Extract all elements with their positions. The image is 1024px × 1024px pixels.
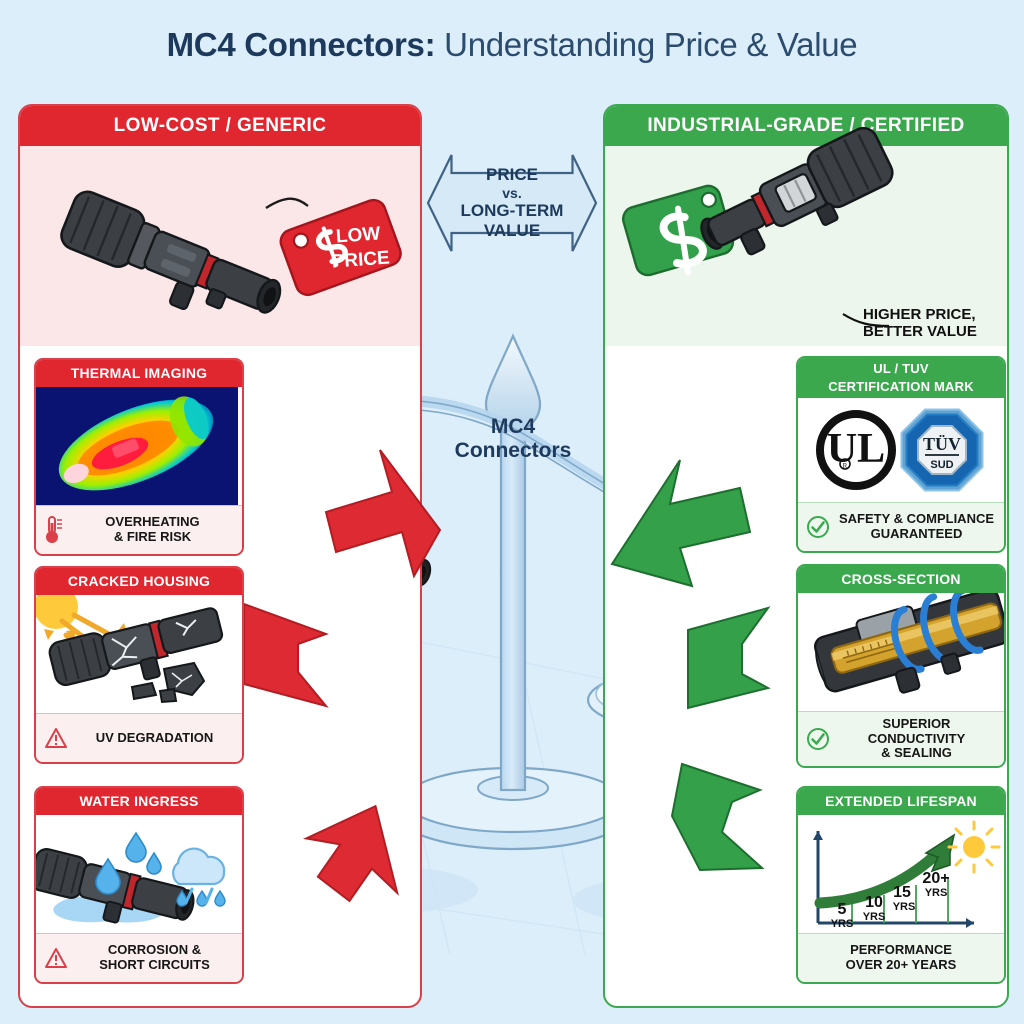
red-arrow-cracked [243,602,329,708]
card-thermal-imaging-caption: OVERHEATING& FIRE RISK [105,514,200,544]
card-cracked-housing-footer: UV DEGRADATION [36,713,242,762]
vs-line2: vs. [502,184,522,201]
right-panel-hero: HIGHER PRICE, BETTER VALUE [605,126,1007,346]
green-arrow-cross-section [687,606,771,710]
cracked-connector-art [36,595,242,713]
vs-line3: LONG-TERM [460,201,564,221]
svg-text:R: R [843,462,848,470]
scale-label-line2: Connectors [454,438,572,462]
page-title: MC4 Connectors: Understanding Price & Va… [0,26,1024,64]
right-hero-caption: HIGHER PRICE, BETTER VALUE [863,306,995,341]
certified-connector-illustration [622,126,894,328]
svg-text:SUD: SUD [930,459,953,471]
scale-center-label: MC4 Connectors [448,415,578,462]
right-hero-caption-line1: HIGHER PRICE, [863,306,976,323]
page-title-light: Understanding Price & Value [435,26,858,63]
ul-mark: UL R [816,410,896,490]
right-panel-header: INDUSTRIAL-GRADE / CERTIFIED [605,106,1007,146]
tick-10-value: 10 [865,894,883,911]
card-water-ingress: WATER INGRESS [34,786,244,984]
certification-marks-art: UL R TÜV SUD [798,398,1004,502]
card-certification-mark: UL / TUV CERTIFICATION MARK UL R TÜV [796,356,1006,553]
svg-text:UL: UL [827,426,885,472]
left-panel-hero: LOW PRICE [20,146,420,346]
card-extended-lifespan-title: EXTENDED LIFESPAN [798,788,1004,815]
green-arrows-group [610,459,771,872]
lifespan-chart-art: 5 YRS 10 YRS 15 YRS 20+ YRS [798,815,1004,933]
scale-label-line1: MC4 [490,415,536,438]
red-arrow-water [302,804,399,903]
card-thermal-imaging-footer: OVERHEATING& FIRE RISK [36,505,242,554]
premium-price-tag [622,184,735,277]
thermal-image-art [36,387,242,505]
check-circle-icon [807,516,829,538]
warning-triangle-icon [45,948,67,968]
card-water-ingress-title: WATER INGRESS [36,788,242,815]
card-thermal-imaging: THERMAL IMAGING [34,358,244,556]
red-arrows-group [243,449,442,903]
svg-text:TÜV: TÜV [923,434,961,454]
card-cracked-housing: CRACKED HOUSING [34,566,244,764]
thermometer-icon [46,516,62,543]
card-cracked-housing-caption: UV DEGRADATION [95,729,214,745]
tick-10-unit: YRS [863,911,886,923]
tick-5-unit: YRS [831,918,854,930]
tag-line2: PRICE [331,248,390,273]
water-ingress-art [36,815,242,933]
card-cracked-housing-title: CRACKED HOUSING [36,568,242,595]
card-thermal-imaging-title: THERMAL IMAGING [36,360,242,387]
tick-20-value: 20+ [922,870,949,887]
tick-20-unit: YRS [925,887,948,899]
card-extended-lifespan: EXTENDED LIFESPAN [796,786,1006,984]
card-cross-section-title: CROSS-SECTION [798,566,1004,593]
green-arrow-certification [610,459,752,588]
card-water-ingress-footer: CORROSION &SHORT CIRCUITS [36,933,242,982]
card-cross-section: CROSS-SECTION [796,564,1006,768]
page-title-strong: MC4 Connectors: [166,26,436,63]
green-arrow-lifespan [670,762,765,872]
red-arrow-thermal [324,449,442,579]
sun-icon [947,820,1001,874]
check-circle-icon [807,727,829,750]
generic-connector-illustration [60,190,309,314]
price-vs-value-text: PRICE vs. LONG-TERM VALUE [428,128,596,278]
card-water-ingress-caption: CORROSION &SHORT CIRCUITS [99,942,210,972]
tick-5-value: 5 [838,901,847,918]
low-price-tag: LOW PRICE [279,198,402,296]
card-cross-section-caption: SUPERIOR CONDUCTIVITY& SEALING [867,716,966,761]
cross-section-art [798,593,1004,711]
left-panel-header: LOW-COST / GENERIC [20,106,420,146]
card-certification-mark-title: UL / TUV CERTIFICATION MARK [798,358,1004,398]
right-hero-caption-line2: BETTER VALUE [863,323,977,341]
tick-15-unit: YRS [893,901,916,913]
tick-15-value: 15 [893,884,911,901]
tuv-sud-mark: TÜV SUD [900,408,984,492]
tag-line1: LOW [335,223,381,247]
card-cross-section-footer: SUPERIOR CONDUCTIVITY& SEALING [798,711,1004,766]
vs-line4: VALUE [483,221,541,241]
vs-line1: PRICE [486,164,538,184]
warning-triangle-icon [45,728,67,748]
